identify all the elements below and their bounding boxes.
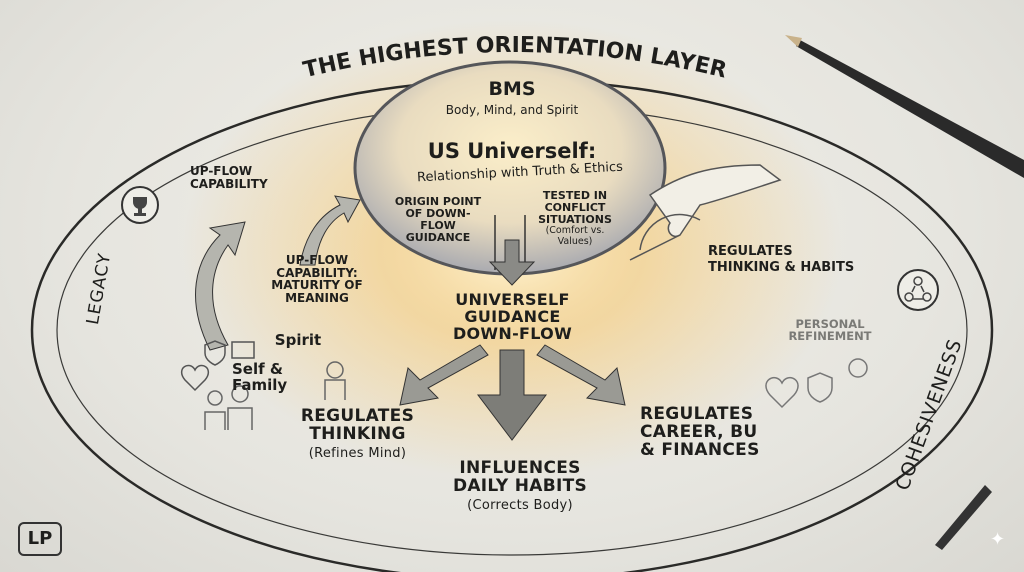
label-line: PERSONAL [795,317,865,331]
label-line: THINKING [309,423,406,444]
self-family-label: Self & Family [232,360,322,394]
pencil-icon [785,35,1024,178]
label-line: CAPABILITY [190,176,268,191]
note-line: CONFLICT [544,201,606,215]
label-line: UP-FLOW [190,164,253,178]
arrow-to-habits [476,349,548,441]
sparkle-icon: ✦ [990,529,1005,550]
spirit-label: Spirit [274,331,322,349]
label-line: Family [232,375,288,394]
people-network-icon [897,269,939,311]
label-line: DOWN-FLOW [452,323,573,343]
upflow-maturity-label: UP-FLOW CAPABILITY: MATURITY OF MEANING [262,254,372,304]
label-line: & FINANCES [640,439,760,460]
label-line: INFLUENCES [459,458,581,478]
note-line: OF DOWN-FLOW [405,207,471,233]
label-line: Self & [232,360,283,378]
personal-refinement-label: PERSONAL REFINEMENT [775,318,885,342]
origin-point-note: ORIGIN POINT OF DOWN-FLOW GUIDANCE [388,195,488,245]
tested-in-conflict-note: TESTED IN CONFLICT SITUATIONS (Comfort v… [530,189,620,247]
label-line: MATURITY OF [271,278,363,293]
label-line: REGULATES [640,404,754,424]
label-line: UP-FLOW [285,253,349,267]
regulates-thinking-output: REGULATES THINKING (Refines Mind) [285,406,430,461]
arrow-to-thinking [399,344,489,406]
influences-habits-output: INFLUENCES DAILY HABITS (Corrects Body) [430,458,610,513]
label-sub: (Refines Mind) [308,445,407,461]
arrow-to-career [536,344,626,406]
shield-heart-icons [180,340,255,392]
trophy-glyph-icon [133,197,147,216]
pencil-stub-icon [935,485,992,550]
label-line: DAILY HABITS [452,475,588,496]
label-line: REGULATES [708,244,793,259]
dome-heading: BMS [488,78,536,100]
people-network-glyph-icon [904,276,932,302]
dome-core-title: US Univerself: [427,139,597,163]
label-line: THINKING & HABITS [708,260,855,276]
note-line: GUIDANCE [405,231,471,245]
down-flow-arrow [488,239,536,286]
hand-gauge-illustration [629,164,782,261]
family-illustration [204,361,346,430]
label-line: CAPABILITY: [276,265,358,280]
label-line: CAREER, BU [640,421,758,442]
note-line: Values) [557,235,593,247]
label-line: MEANING [285,290,349,305]
lp-logo: LP [18,522,62,556]
dome-heading-sub: Body, Mind, and Spirit [445,103,579,117]
upflow-arrow-inner [299,195,361,266]
label-line: UNIVERSELF [455,290,570,309]
note-line: (Comfort vs. [545,225,605,237]
refinement-icons [765,358,868,409]
regulates-career-output: REGULATES CAREER, BU & FINANCES [640,404,790,460]
note-line: ORIGIN POINT [394,195,482,208]
label-line: REFINEMENT [788,329,872,344]
upflow-capability-label: UP-FLOW CAPABILITY [190,165,310,190]
label-line: REGULATES [300,406,415,426]
label-line: GUIDANCE [464,306,561,326]
note-line: SITUATIONS [538,213,612,227]
upflow-arrow-left [195,221,246,351]
note-line: TESTED IN [542,189,608,202]
univerself-guidance-label: UNIVERSELF GUIDANCE DOWN-FLOW [430,290,595,343]
label-sub: (Corrects Body) [467,497,573,513]
regulates-thinking-habits-label: REGULATES THINKING & HABITS [708,244,898,277]
